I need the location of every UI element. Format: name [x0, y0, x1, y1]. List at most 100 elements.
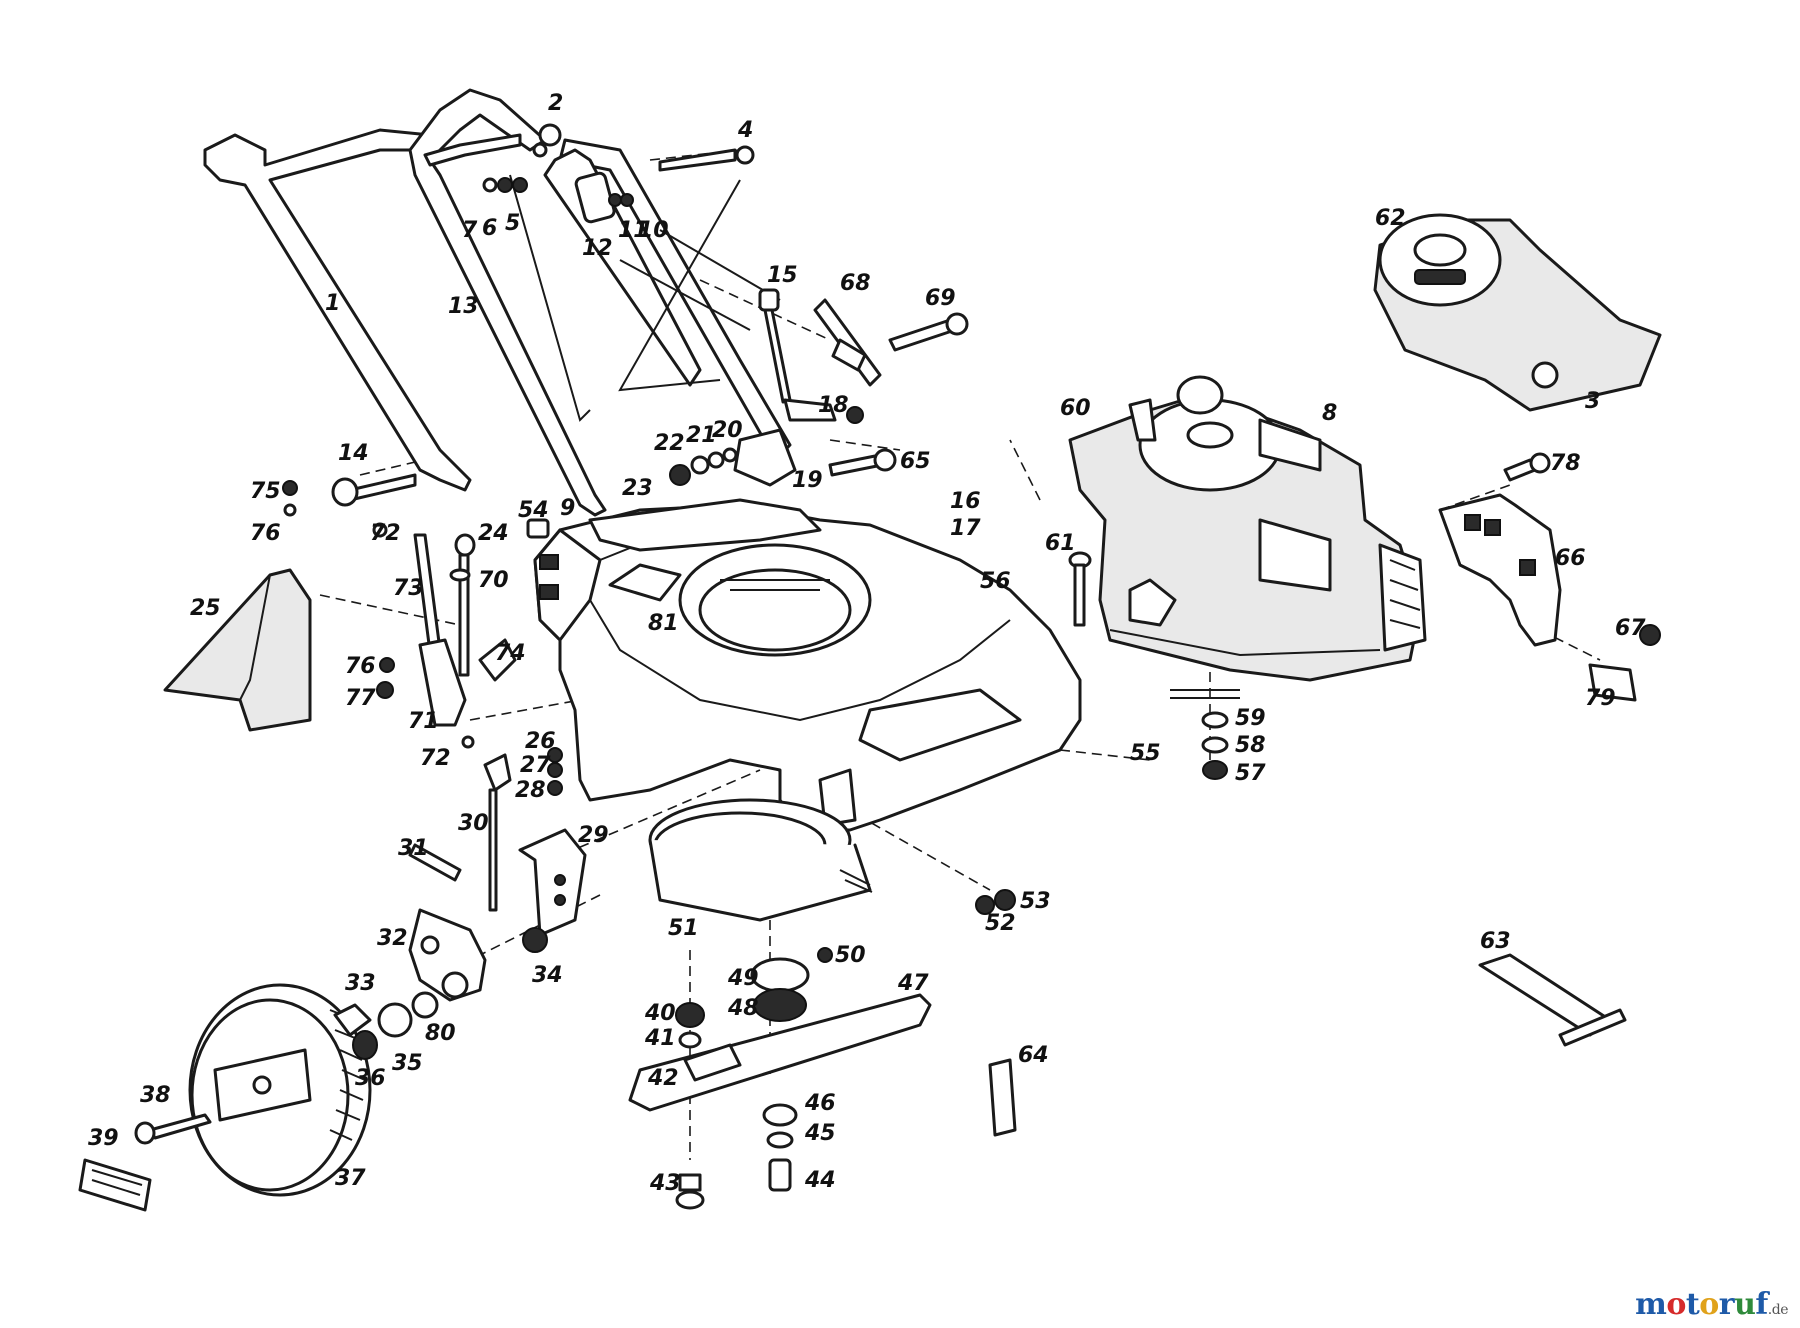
callout-36: 36: [355, 1066, 386, 1091]
callout-60: 60: [1060, 396, 1091, 421]
callout-29: 29: [578, 823, 609, 848]
callout-68: 68: [840, 271, 871, 296]
callout-49: 49: [727, 966, 759, 991]
callout-67: 67: [1615, 616, 1646, 641]
callout-28: 28: [515, 778, 546, 803]
watermark-letter: f: [1755, 1287, 1768, 1322]
callout-8: 8: [1322, 401, 1337, 426]
callout-11: 11: [618, 218, 649, 243]
callout-22: 22: [654, 431, 685, 456]
callout-51: 51: [668, 916, 699, 941]
wheel-hardware: [78, 991, 439, 1212]
site-watermark: motoruf.de: [1635, 1287, 1788, 1322]
callout-27: 27: [520, 753, 551, 778]
callout-80: 80: [425, 1021, 456, 1046]
control-cables: [509, 174, 781, 422]
adjust-bolts: [758, 288, 969, 404]
wheel-bracket-front: [408, 753, 587, 937]
watermark-letter: r: [1718, 1287, 1735, 1322]
callout-9: 9: [560, 496, 575, 521]
callout-41: 41: [644, 1026, 676, 1051]
callout-26: 26: [525, 729, 556, 754]
blade-ring: [648, 798, 873, 922]
mower-deck: [533, 498, 1082, 832]
wheel: [188, 983, 372, 1197]
callout-33: 33: [345, 971, 376, 996]
callout-75: 75: [250, 479, 281, 504]
callout-56: 56: [980, 569, 1011, 594]
watermark-letters: motoruf: [1635, 1287, 1768, 1322]
callout-79: 79: [1585, 686, 1616, 711]
callout-19: 19: [792, 468, 823, 493]
callout-44: 44: [804, 1168, 836, 1193]
callout-78: 78: [1550, 451, 1581, 476]
height-adjuster: [372, 522, 517, 749]
callout-34: 34: [532, 963, 563, 988]
callout-15: 15: [767, 263, 798, 288]
watermark-letter: u: [1734, 1287, 1756, 1322]
callout-38: 38: [140, 1083, 171, 1108]
callout-54: 54: [518, 498, 549, 523]
handle-brackets: [669, 398, 897, 487]
callout-14: 14: [338, 441, 369, 466]
small-tag: [988, 1058, 1017, 1137]
callout-3: 3: [1585, 389, 1600, 414]
engine-bolt: [1068, 551, 1092, 627]
callout-18: 18: [818, 393, 849, 418]
callout-10: 10: [638, 218, 669, 243]
callout-17: 17: [950, 516, 981, 541]
callout-1: 1: [325, 291, 340, 316]
callout-81: 81: [648, 611, 679, 636]
watermark-tld: .de: [1767, 1302, 1789, 1318]
callout-69: 69: [925, 286, 956, 311]
callout-39: 39: [88, 1126, 119, 1151]
callout-25: 25: [190, 596, 221, 621]
callout-53: 53: [1020, 889, 1051, 914]
callout-65: 65: [900, 449, 931, 474]
callout-42: 42: [647, 1066, 679, 1091]
lever-parts: [547, 747, 563, 796]
lower-handle-bar: [203, 128, 472, 492]
callout-47: 47: [897, 971, 929, 996]
callout-7: 7: [462, 218, 478, 243]
callout-35: 35: [392, 1051, 423, 1076]
rear-bracket: [1438, 452, 1661, 702]
callout-72-a: 72: [370, 521, 401, 546]
callout-58: 58: [1235, 733, 1266, 758]
callout-74: 74: [495, 641, 526, 666]
callout-55: 55: [1130, 741, 1161, 766]
watermark-letter: m: [1635, 1287, 1667, 1322]
callout-62: 62: [1375, 206, 1406, 231]
callout-16: 16: [950, 489, 981, 514]
callout-71: 71: [408, 709, 439, 734]
engine-washers: [1170, 689, 1240, 780]
watermark-letter: o: [1666, 1287, 1686, 1322]
blade-bolts: [675, 1002, 705, 1210]
callout-61: 61: [1045, 531, 1076, 556]
callout-31: 31: [398, 836, 429, 861]
callout-76-a: 76: [250, 521, 281, 546]
engine-cover: [1373, 213, 1662, 412]
grass-deflector: [163, 480, 312, 732]
callout-52: 52: [985, 911, 1016, 936]
callout-46: 46: [804, 1091, 836, 1116]
callout-5: 5: [505, 211, 520, 236]
callout-64: 64: [1018, 1043, 1049, 1068]
callout-30: 30: [458, 811, 489, 836]
callout-76-b: 76: [345, 654, 376, 679]
callout-21: 21: [686, 423, 717, 448]
callout-73: 73: [393, 576, 424, 601]
blade-assembly: [628, 947, 932, 1192]
deck-pad: [526, 518, 550, 539]
callout-50: 50: [835, 943, 866, 968]
deck-nuts: [975, 889, 1016, 915]
callout-24: 24: [478, 521, 509, 546]
callout-4: 4: [737, 118, 753, 143]
callout-43: 43: [649, 1171, 681, 1196]
callout-12: 12: [582, 236, 613, 261]
spark-plug-wrench: [1478, 953, 1627, 1047]
callout-59: 59: [1235, 706, 1266, 731]
watermark-letter: t: [1685, 1287, 1700, 1322]
callout-37: 37: [335, 1166, 366, 1191]
callout-48: 48: [727, 996, 759, 1021]
